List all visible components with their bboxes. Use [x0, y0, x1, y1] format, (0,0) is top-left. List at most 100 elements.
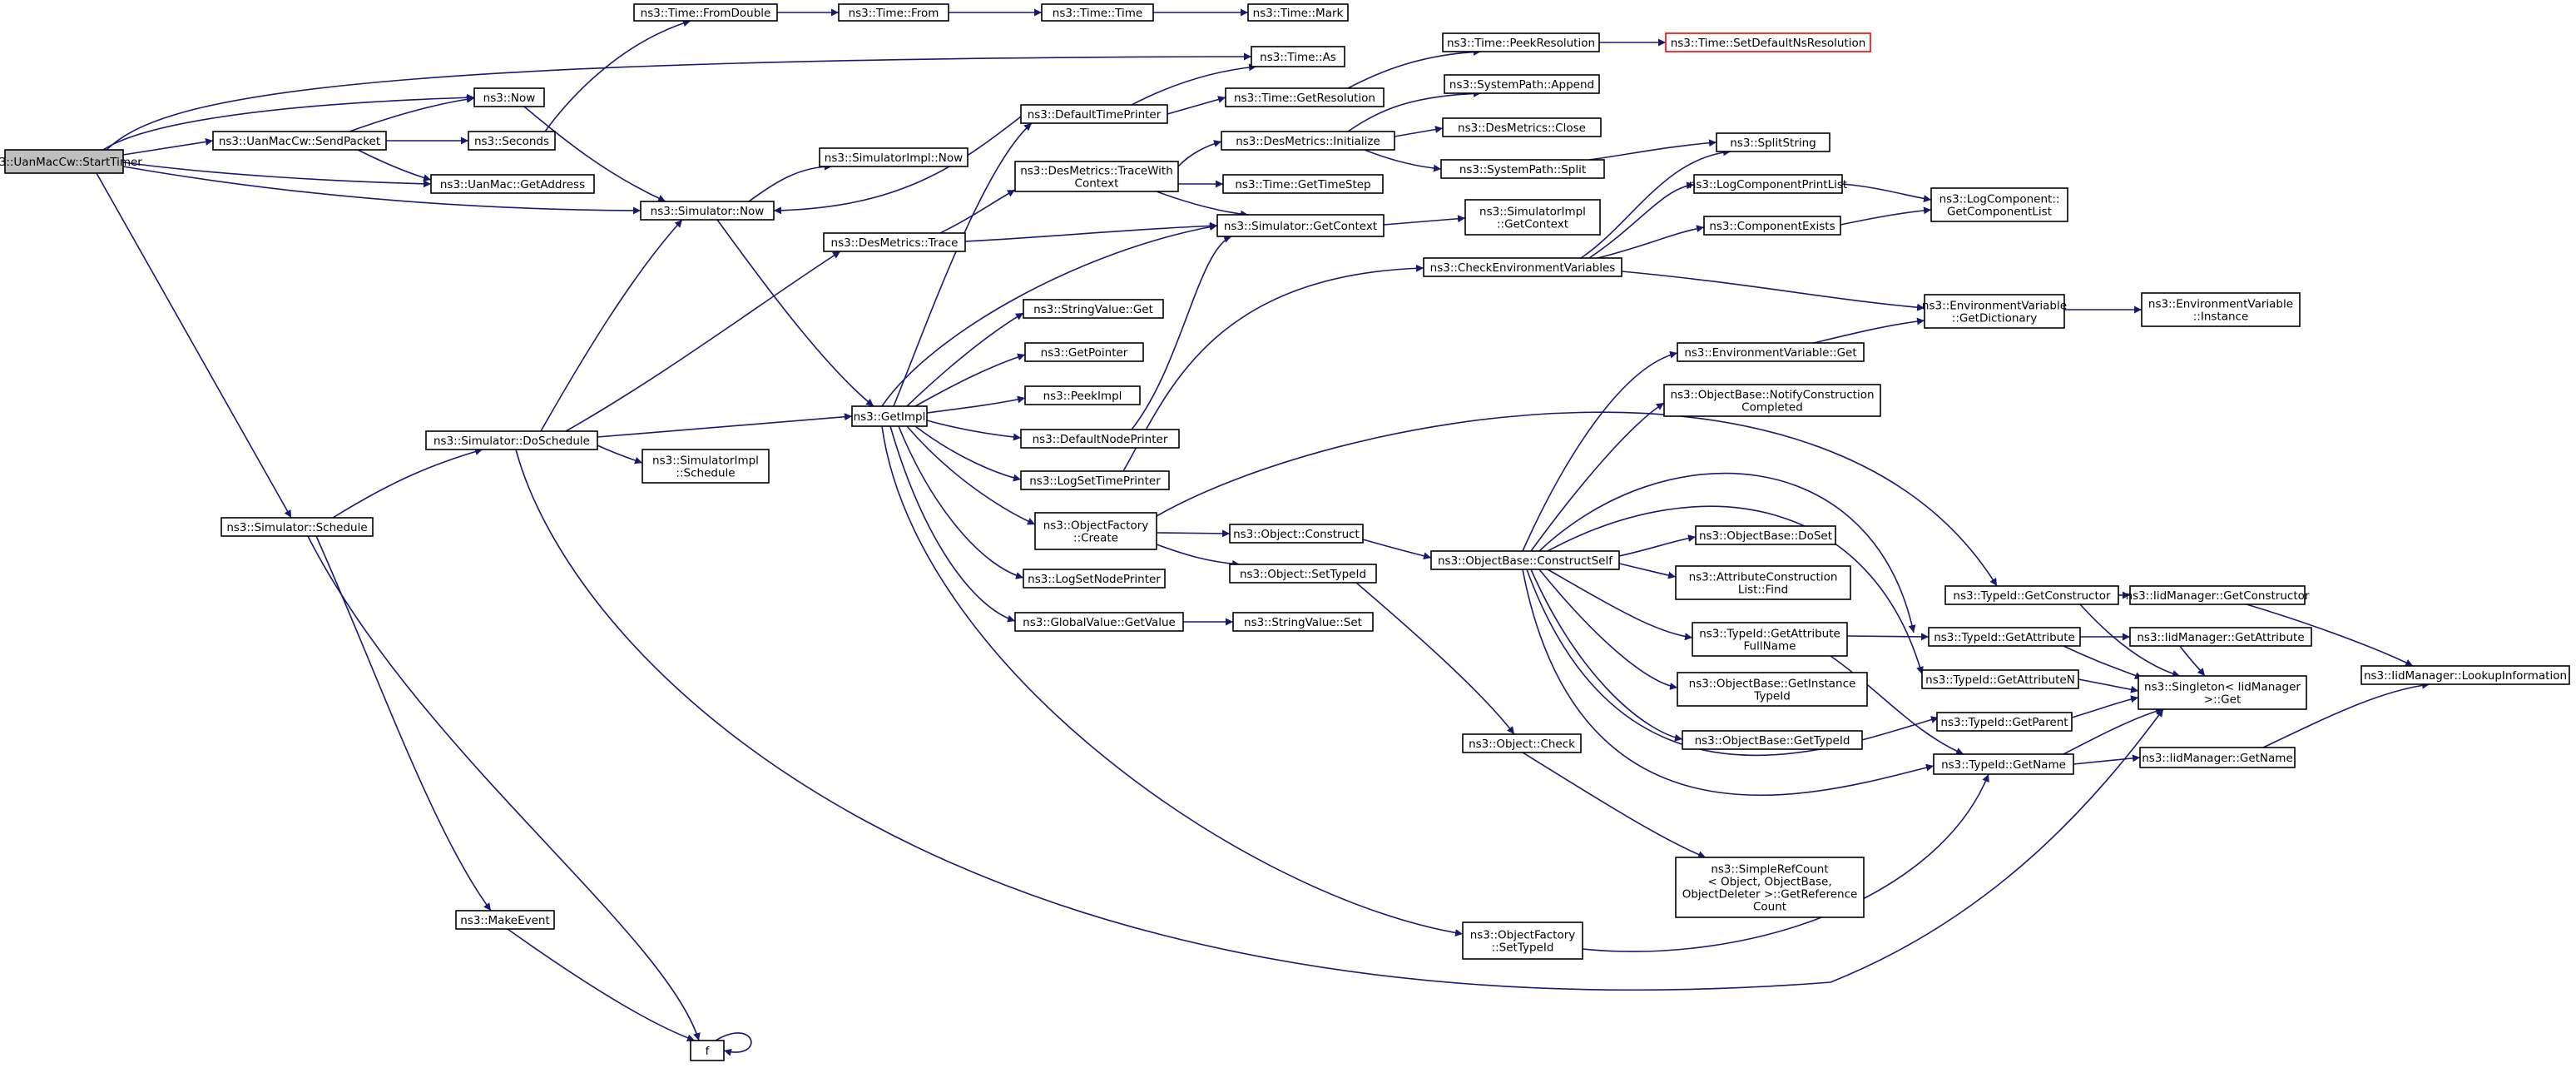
node-logSetTimePrinter[interactable]: ns3::LogSetTimePrinter	[1020, 470, 1170, 490]
node-box	[1462, 921, 1583, 960]
node-tidGetConstructor[interactable]: ns3::TypeId::GetConstructor	[1944, 585, 2119, 605]
node-iidLookup[interactable]: ns3::IidManager::LookupInformation	[2361, 665, 2570, 685]
node-tidGetAttr[interactable]: ns3::TypeId::GetAttribute	[1928, 627, 2081, 647]
node-label: ns3::LogSetNodePrinter	[1028, 573, 1161, 586]
node-splitString[interactable]: ns3::SplitString	[1716, 132, 1830, 152]
node-peekImpl[interactable]: ns3::PeekImpl	[1024, 385, 1141, 405]
node-gvGetValue[interactable]: ns3::GlobalValue::GetValue	[1014, 612, 1184, 632]
node-makeEvent[interactable]: ns3::MakeEvent	[455, 910, 555, 930]
node-label: ns3::Object::Construct	[1233, 528, 1360, 541]
node-f[interactable]: f	[690, 1040, 725, 1061]
node-simImplNow[interactable]: ns3::SimulatorImpl::Now	[819, 147, 968, 167]
node-defNodePrinter[interactable]: ns3::DefaultNodePrinter	[1020, 429, 1180, 449]
node-label: ns3::Time::As	[1260, 51, 1336, 64]
node-label: ns3::PeekImpl	[1043, 390, 1122, 403]
node-iidGetName[interactable]: ns3::IidManager::GetName	[2139, 747, 2296, 768]
node-tidGetName[interactable]: ns3::TypeId::GetName	[1933, 753, 2074, 775]
node-as[interactable]: ns3::Time::As	[1251, 46, 1345, 67]
node-peekRes[interactable]: ns3::Time::PeekResolution	[1442, 32, 1600, 52]
node-mark[interactable]: ns3::Time::Mark	[1247, 3, 1349, 22]
node-checkEnv[interactable]: ns3::CheckEnvironmentVariables	[1423, 257, 1622, 277]
node-objConstruct[interactable]: ns3::Object::Construct	[1229, 524, 1364, 544]
node-startTimer[interactable]: ns3::UanMacCw::StartTimer	[0, 149, 142, 174]
node-label: ns3::ObjectBase::GetInstance	[1689, 678, 1856, 691]
node-dmInit[interactable]: ns3::DesMetrics::Initialize	[1221, 131, 1395, 151]
node-label: ns3::TypeId::GetAttributeN	[1925, 673, 2075, 687]
node-envGetDict[interactable]: ns3::EnvironmentVariable::GetDictionary	[1922, 294, 2067, 329]
node-label: TypeId	[1753, 690, 1791, 703]
node-logCompPrint[interactable]: ns3::LogComponentPrintList	[1689, 174, 1847, 194]
node-getAddress[interactable]: ns3::UanMac::GetAddress	[430, 174, 595, 194]
node-sysSplit[interactable]: ns3::SystemPath::Split	[1440, 159, 1605, 179]
node-box	[851, 405, 928, 427]
node-label: ns3::LogComponent::	[1939, 193, 2060, 206]
node-fromDouble[interactable]: ns3::Time::FromDouble	[633, 3, 778, 22]
node-getImpl[interactable]: ns3::GetImpl	[851, 405, 928, 427]
node-obNotify[interactable]: ns3::ObjectBase::NotifyConstructionCompl…	[1663, 384, 1881, 417]
node-logCompList[interactable]: ns3::LogComponent::GetComponentList	[1930, 187, 2068, 222]
node-iidGetAttr[interactable]: ns3::IidManager::GetAttribute	[2129, 627, 2312, 647]
node-label: ns3::UanMac::GetAddress	[440, 178, 585, 191]
node-simDoSchedule[interactable]: ns3::Simulator::DoSchedule	[425, 430, 598, 450]
node-getRes[interactable]: ns3::Time::GetResolution	[1225, 87, 1385, 107]
node-objCheck[interactable]: ns3::Object::Check	[1462, 733, 1582, 753]
node-sysAppend[interactable]: ns3::SystemPath::Append	[1444, 74, 1600, 94]
edge-tidGetName-to-singletonGet	[2063, 707, 2164, 755]
edge-startTimer-to-simSchedule	[96, 172, 292, 519]
node-dmTrace[interactable]: ns3::DesMetrics::Trace	[823, 232, 966, 252]
node-label: ns3::Simulator::Now	[651, 205, 765, 218]
node-objSetTypeId[interactable]: ns3::Object::SetTypeId	[1229, 564, 1377, 584]
node-timeTime[interactable]: ns3::Time::Time	[1041, 3, 1154, 22]
node-simSchedule[interactable]: ns3::Simulator::Schedule	[220, 517, 374, 537]
node-compExists[interactable]: ns3::ComponentExists	[1703, 216, 1841, 236]
node-from[interactable]: ns3::Time::From	[838, 3, 949, 22]
edge-tidGetParent-to-singletonGet	[2071, 695, 2139, 718]
node-label: Count	[1753, 901, 1786, 914]
edge-getImpl-to-defNodePrinter	[926, 420, 1022, 441]
node-label: ::SetTypeId	[1492, 941, 1554, 955]
node-obDoSet[interactable]: ns3::ObjectBase::DoSet	[1695, 525, 1836, 545]
node-now[interactable]: ns3::Now	[473, 87, 545, 107]
node-box	[1933, 753, 2074, 775]
node-simImplGetCtx[interactable]: ns3::SimulatorImpl::GetContext	[1464, 199, 1601, 236]
node-dmClose[interactable]: ns3::DesMetrics::Close	[1442, 117, 1602, 137]
edge-simDoSchedule-to-getImpl	[597, 413, 853, 438]
node-seconds[interactable]: ns3::Seconds	[468, 131, 556, 151]
node-sendPacket[interactable]: ns3::UanMacCw::SendPacket	[212, 131, 387, 151]
node-getPointer[interactable]: ns3::GetPointer	[1024, 342, 1144, 362]
edge-startTimer-to-getAddress	[122, 161, 432, 188]
edge-obConstructSelf-to-tidGetParent	[1526, 569, 1939, 757]
edge-obConstructSelf-to-obGetInstTid	[1538, 569, 1678, 690]
edge-objFactCreate-to-objSetTypeId	[1156, 544, 1241, 568]
node-simpleRef[interactable]: ns3::SimpleRefCount< Object, ObjectBase,…	[1675, 857, 1865, 918]
node-strValGet[interactable]: ns3::StringValue::Get	[1023, 299, 1164, 319]
node-tidGetAttrN[interactable]: ns3::TypeId::GetAttributeN	[1921, 669, 2079, 689]
node-logSetNodePrinter[interactable]: ns3::LogSetNodePrinter	[1023, 569, 1166, 589]
node-getTimeStep[interactable]: ns3::Time::GetTimeStep	[1222, 174, 1384, 194]
node-singletonGet[interactable]: ns3::Singleton< IidManager >::Get	[2138, 675, 2307, 710]
node-simNow[interactable]: ns3::Simulator::Now	[640, 201, 775, 221]
node-envInstance[interactable]: ns3::EnvironmentVariable::Instance	[2141, 292, 2301, 327]
node-defTimePrinter[interactable]: ns3::DefaultTimePrinter	[1020, 104, 1168, 124]
node-box	[1930, 187, 2068, 222]
node-obGetTypeId[interactable]: ns3::ObjectBase::GetTypeId	[1682, 730, 1863, 750]
edge-dmTrace-to-dmTraceWith	[939, 189, 1016, 234]
node-objFactCreate[interactable]: ns3::ObjectFactory::Create	[1034, 512, 1157, 550]
node-iidGetConstructor[interactable]: ns3::IidManager::GetConstructor	[2126, 585, 2310, 605]
node-setDefNs[interactable]: ns3::Time::SetDefaultNsResolution	[1665, 32, 1871, 52]
node-box	[819, 147, 968, 167]
node-obConstructSelf[interactable]: ns3::ObjectBase::ConstructSelf	[1430, 550, 1620, 570]
nodes-layer: ns3::UanMacCw::StartTimer ns3::Time::From…	[0, 3, 2570, 1061]
node-simGetCtx[interactable]: ns3::Simulator::GetContext	[1216, 214, 1385, 237]
edge-obConstructSelf-to-obGetTypeId	[1530, 569, 1683, 742]
node-label: ns3::GlobalValue::GetValue	[1023, 616, 1176, 629]
node-tidGetParent[interactable]: ns3::TypeId::GetParent	[1936, 712, 2073, 732]
node-simImplSched[interactable]: ns3::SimulatorImpl::Schedule	[642, 449, 770, 484]
node-envGet[interactable]: ns3::EnvironmentVariable::Get	[1677, 342, 1865, 362]
node-strValSet[interactable]: ns3::StringValue::Set	[1232, 612, 1374, 632]
node-objFactSetTid[interactable]: ns3::ObjectFactory::SetTypeId	[1462, 921, 1583, 960]
